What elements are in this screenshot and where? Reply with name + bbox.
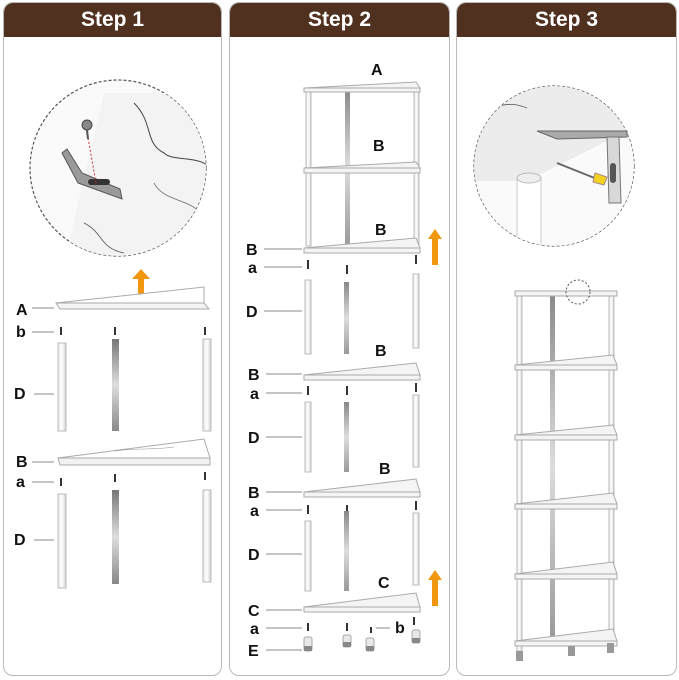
step-1-panel: Step 1 — [3, 2, 222, 676]
step-3-header: Step 3 — [457, 3, 676, 37]
shelf-A — [55, 302, 211, 310]
label-a: a — [250, 503, 259, 520]
label-B: B — [375, 343, 387, 360]
bracket-icon — [61, 148, 123, 200]
label-D: D — [14, 386, 26, 403]
pole — [202, 489, 212, 583]
shelf-C — [303, 592, 421, 613]
step-2-header: Step 2 — [230, 3, 449, 37]
label-E: E — [248, 643, 259, 660]
pole — [112, 339, 119, 431]
label-B: B — [375, 222, 387, 239]
up-arrow-icon — [428, 229, 442, 265]
label-b: b — [16, 324, 26, 341]
label-a: a — [250, 621, 259, 638]
shelf-B — [303, 161, 421, 174]
label-D: D — [246, 304, 258, 321]
pole — [202, 338, 212, 432]
label-A: A — [371, 62, 383, 79]
up-arrow-icon — [428, 570, 442, 606]
label-B: B — [379, 461, 391, 478]
shelf-B — [57, 457, 211, 466]
label-B: B — [248, 485, 260, 502]
label-D: D — [14, 532, 26, 549]
label-a: a — [16, 474, 25, 491]
shelf-A — [303, 81, 421, 93]
up-arrow-icon — [132, 269, 150, 299]
step-3-panel: Step 3 — [456, 2, 677, 676]
step-1-diagram: A b D B a D — [14, 79, 212, 589]
step-3-diagram — [473, 85, 635, 661]
zoom-detail-circle — [473, 85, 635, 247]
label-a: a — [248, 260, 257, 277]
label-B: B — [248, 367, 260, 384]
foot — [365, 637, 375, 652]
label-C: C — [248, 603, 260, 620]
pole — [57, 342, 67, 432]
label-a: a — [250, 386, 259, 403]
screw-icon — [81, 119, 93, 140]
step-1-header: Step 1 — [4, 3, 221, 37]
label-B: B — [16, 454, 28, 471]
label-B: B — [373, 138, 385, 155]
screw-icon — [556, 162, 608, 186]
foot — [411, 629, 421, 644]
label-A: A — [16, 302, 28, 319]
label-B: B — [246, 242, 258, 259]
shelf-B — [303, 362, 421, 381]
step-2-diagram: A B B B a D B B a D B B a D C C a b E — [246, 62, 442, 660]
pole — [57, 493, 67, 589]
pole — [112, 490, 119, 584]
label-b: b — [395, 620, 405, 637]
shelf-B — [303, 478, 421, 498]
label-D: D — [248, 547, 260, 564]
foot — [342, 634, 352, 648]
foot — [303, 636, 313, 652]
step-2-panel: Step 2 — [229, 2, 450, 676]
label-D: D — [248, 430, 260, 447]
assembled-shelf-unit — [514, 279, 618, 661]
bracket-icon — [536, 130, 628, 204]
label-C: C — [378, 575, 390, 592]
shelf-B — [303, 237, 421, 254]
zoom-detail-circle — [29, 79, 207, 257]
